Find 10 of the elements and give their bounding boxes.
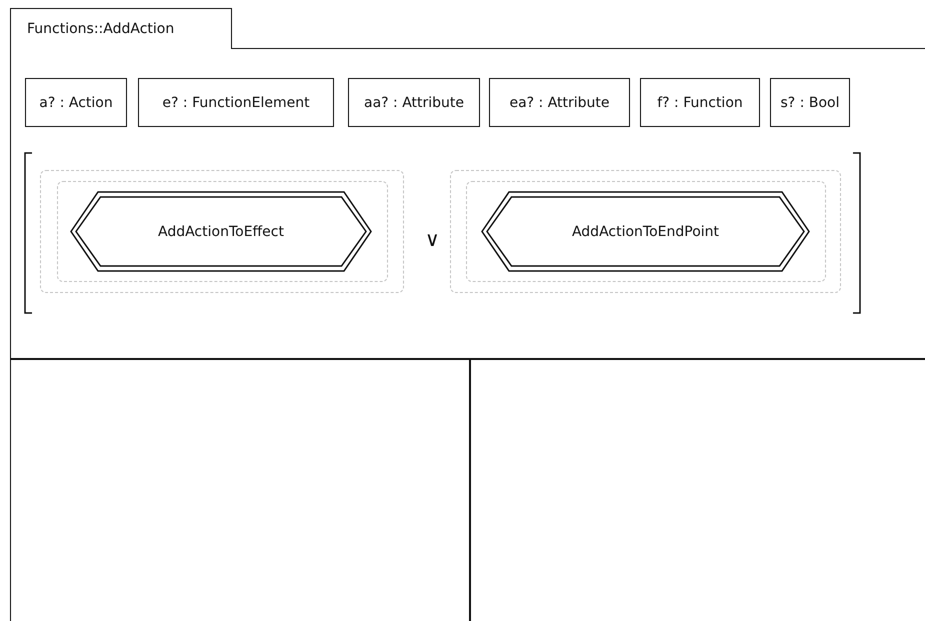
hexagon-box: AddActionToEffect	[70, 191, 372, 272]
schema-tab: Functions::AddAction	[10, 8, 232, 49]
parameter-box: aa? : Attribute	[348, 78, 480, 127]
parameter-box: e? : FunctionElement	[138, 78, 334, 127]
hexagon-box: AddActionToEndPoint	[481, 191, 810, 272]
parameter-box: s? : Bool	[770, 78, 850, 127]
parameter-box: f? : Function	[640, 78, 760, 127]
operator-symbol: ∨	[425, 228, 440, 250]
parameter-box: a? : Action	[25, 78, 127, 127]
parameter-box: ea? : Attribute	[489, 78, 630, 127]
